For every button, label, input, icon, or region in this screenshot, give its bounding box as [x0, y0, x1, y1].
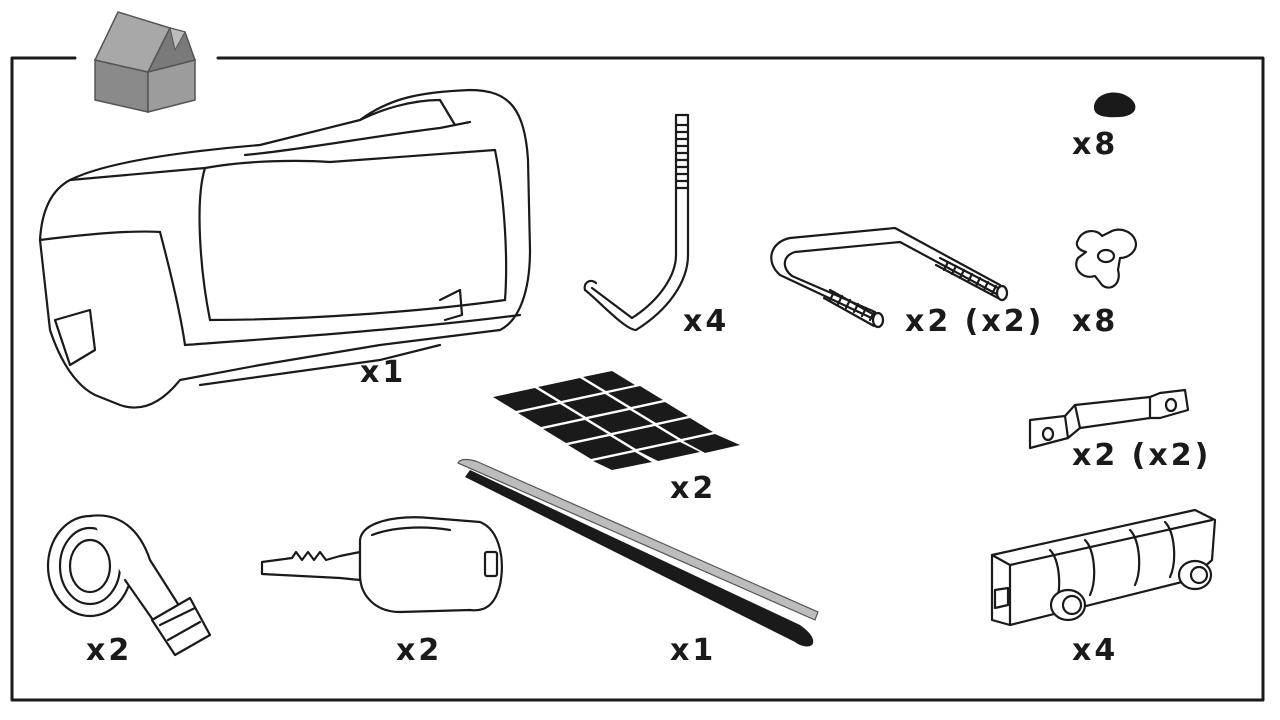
- cap-quantity: x8: [1072, 127, 1119, 162]
- bracket-plate-icon: [1028, 388, 1190, 450]
- u-bolt-icon: [770, 226, 1009, 329]
- pad-sheet-quantity: x2: [670, 471, 717, 506]
- bracket-plate-quantity: x2 (x2): [1072, 438, 1212, 473]
- adhesive-strip-quantity: x1: [670, 633, 717, 668]
- clamp-icon: [990, 508, 1217, 627]
- frame-border: [10, 56, 1265, 702]
- key-icon: [260, 516, 503, 614]
- strap-quantity: x2: [86, 633, 133, 668]
- adhesive-strip-icon: [457, 458, 819, 647]
- j-bolt-quantity: x4: [683, 304, 730, 339]
- strap-icon: [46, 514, 212, 657]
- j-bolt-icon: [583, 113, 690, 332]
- pad-sheet-icon: [493, 371, 740, 470]
- cap-icon: [1093, 92, 1136, 118]
- package-box-icon: [93, 11, 196, 113]
- key-quantity: x2: [396, 633, 443, 668]
- knob-quantity: x8: [1072, 304, 1119, 339]
- storage-box-icon: [38, 88, 532, 409]
- u-bolt-quantity: x2 (x2): [905, 304, 1045, 339]
- storage-box-quantity: x1: [360, 355, 407, 390]
- knob-icon: [1075, 228, 1138, 289]
- clamp-quantity: x4: [1072, 633, 1119, 668]
